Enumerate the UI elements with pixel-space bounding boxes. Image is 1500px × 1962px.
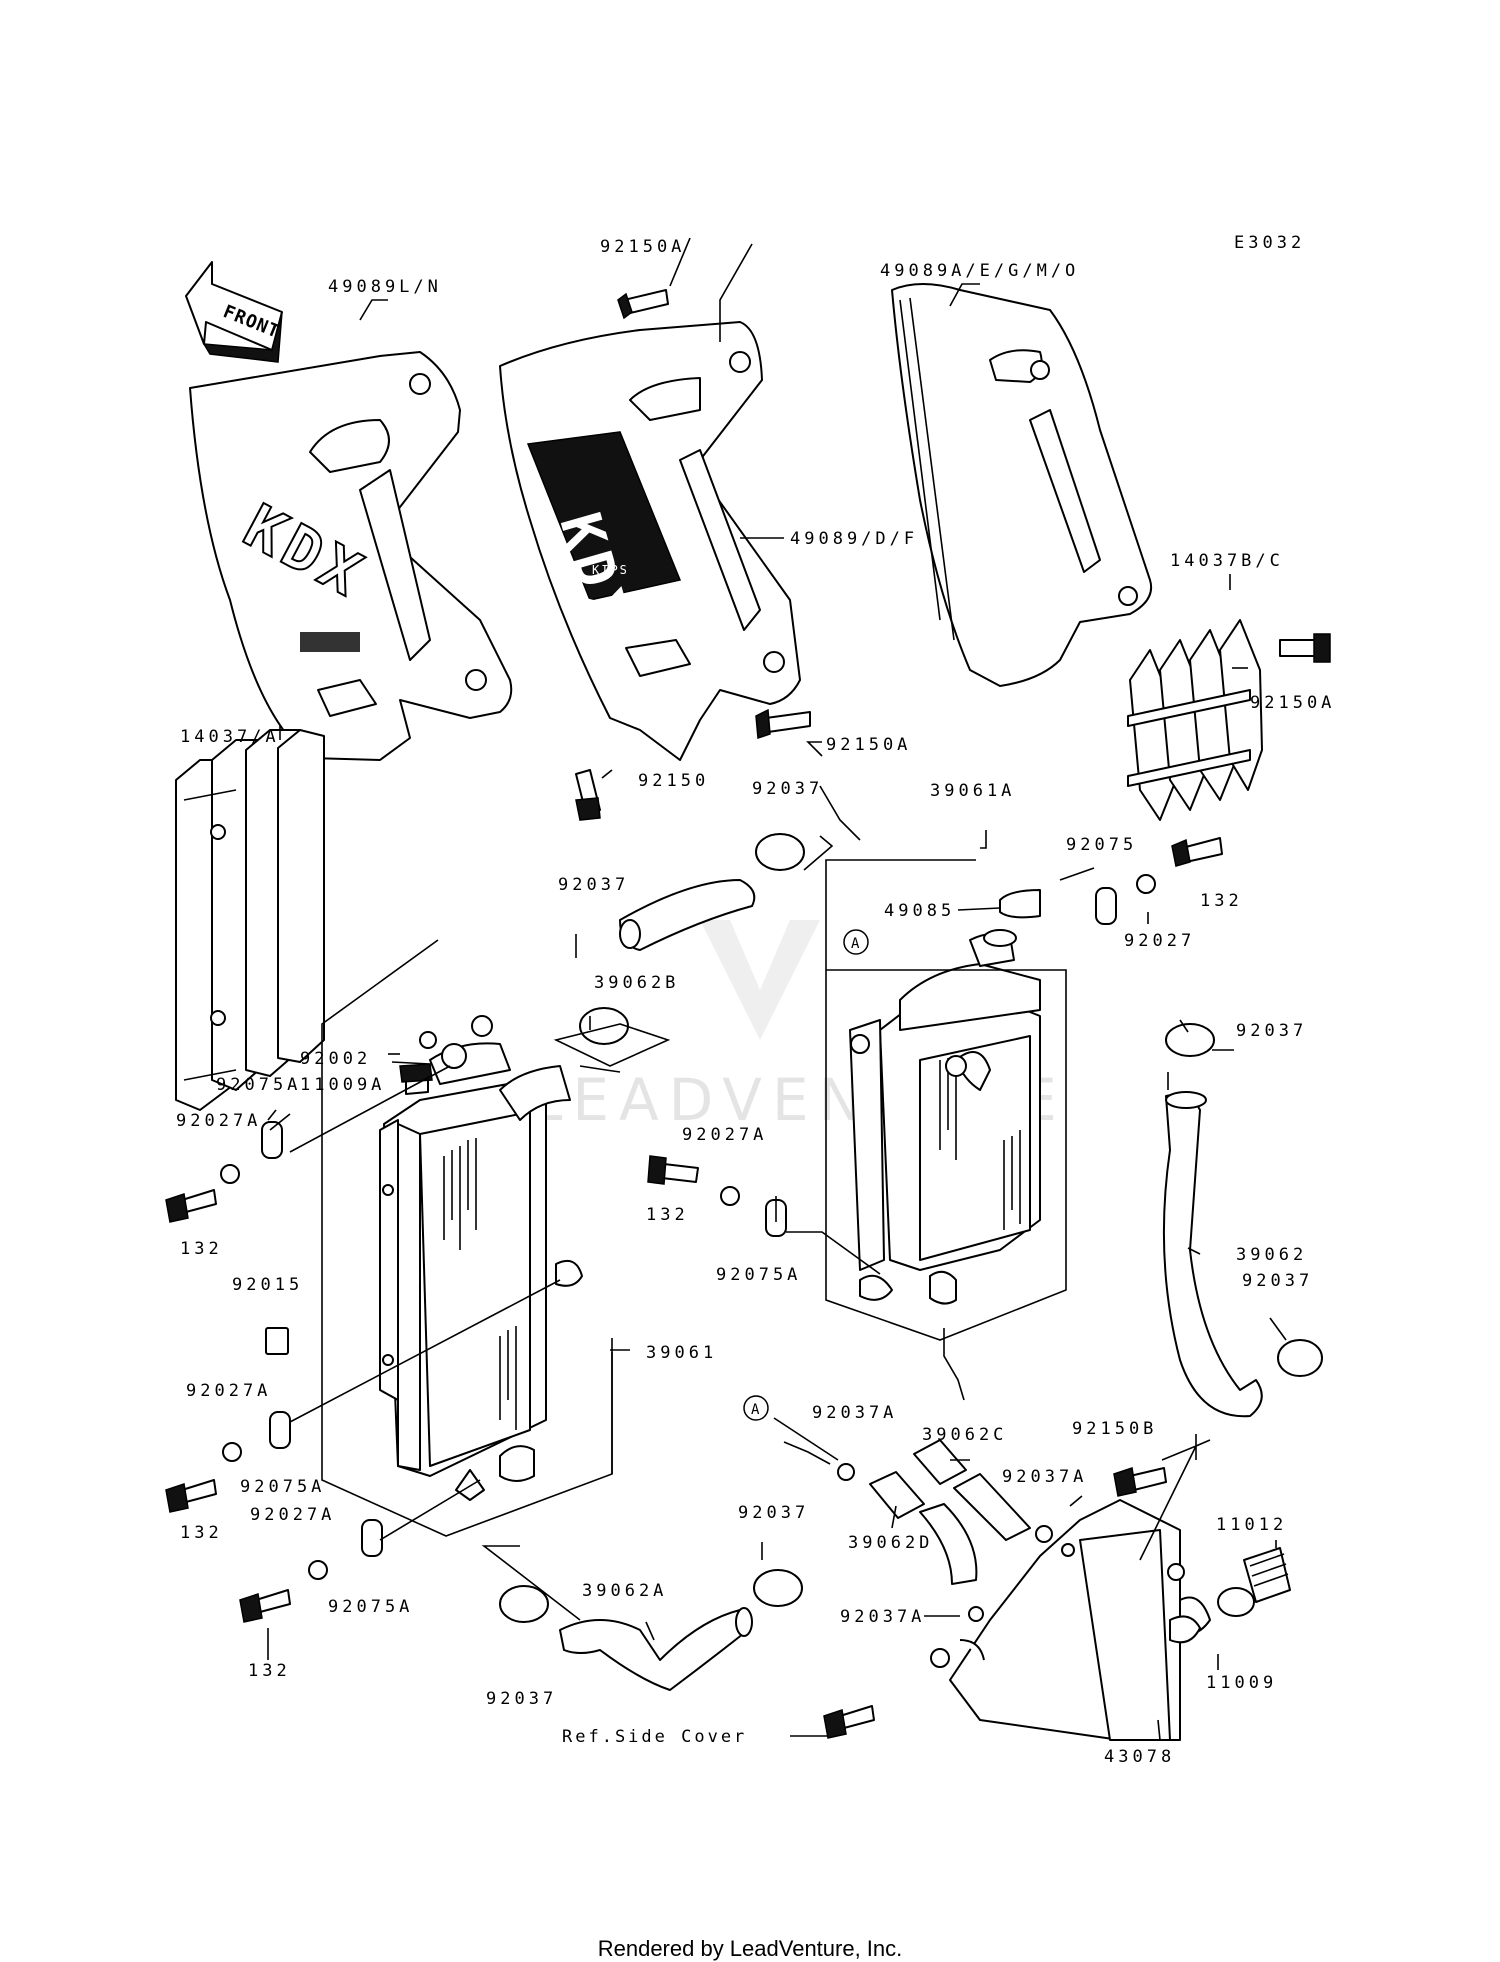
- radiator-cap-icon: [1169, 1547, 1291, 1644]
- part-label: 39062C: [922, 1425, 1007, 1445]
- svg-text:A: A: [851, 936, 860, 952]
- part-label: 92027A: [186, 1381, 271, 1401]
- callout-a-lower: A: [743, 1395, 769, 1421]
- clamp-icon: [499, 833, 1323, 1623]
- part-label: 49085: [884, 901, 955, 921]
- part-label: 92150A: [600, 237, 685, 257]
- hose-39062d: [869, 1471, 978, 1585]
- part-label: 92075A: [240, 1477, 325, 1497]
- part-label: 11009A: [300, 1075, 385, 1095]
- part-label: 132: [180, 1239, 223, 1259]
- part-label: 92075: [1066, 835, 1137, 855]
- leader-lines: [267, 237, 1287, 1741]
- part-label: 92150: [638, 771, 709, 791]
- center-radiator-shroud: KDX KIPS: [499, 321, 801, 761]
- callout-a-upper: A: [843, 929, 869, 955]
- part-label: 43078: [1104, 1747, 1175, 1767]
- part-label: 92037A: [1002, 1467, 1087, 1487]
- part-label: 49089L/N: [328, 277, 442, 297]
- part-label: 92075A: [716, 1265, 801, 1285]
- part-label: 92037A: [840, 1607, 925, 1627]
- part-label: 92037: [738, 1503, 809, 1523]
- part-label: 39062A: [582, 1581, 667, 1601]
- part-label: 92015: [232, 1275, 303, 1295]
- part-label: 11009: [1206, 1673, 1277, 1693]
- left-radiator: [379, 1015, 583, 1501]
- hose-39062: [1162, 1091, 1263, 1418]
- hose-39062b: [619, 879, 756, 951]
- part-label: 14037/A: [180, 727, 280, 747]
- part-label: 92037: [752, 779, 823, 799]
- part-label: 92037: [1242, 1271, 1313, 1291]
- part-label: 92027A: [176, 1111, 261, 1131]
- hose-39062c: [913, 1439, 1031, 1541]
- bolt-icon: [165, 289, 1331, 1739]
- svg-text:KIPS: KIPS: [592, 563, 629, 577]
- part-label: 92037: [486, 1689, 557, 1709]
- part-label: 92075A: [328, 1597, 413, 1617]
- part-label: 132: [1200, 891, 1243, 911]
- part-label: 92027: [1124, 931, 1195, 951]
- part-label: 92150B: [1072, 1419, 1157, 1439]
- part-label: 39062D: [848, 1533, 933, 1553]
- part-label: 11012: [1216, 1515, 1287, 1535]
- part-label: 92037: [558, 875, 629, 895]
- part-label: 92002: [300, 1049, 371, 1069]
- part-label: 132: [248, 1661, 291, 1681]
- part-label: 92037A: [812, 1403, 897, 1423]
- part-label: 14037B/C: [1170, 551, 1284, 571]
- right-radiator-shroud: [891, 283, 1152, 687]
- part-label: 132: [646, 1205, 689, 1225]
- part-label: 39061A: [930, 781, 1015, 801]
- diagram-code: E3032: [1234, 233, 1305, 253]
- part-label: 92027A: [682, 1125, 767, 1145]
- part-label: 49089/D/F: [790, 529, 918, 549]
- part-label: 92075A: [216, 1075, 301, 1095]
- svg-text:A: A: [751, 1402, 760, 1418]
- part-label: 92150A: [826, 735, 911, 755]
- part-label: 92037: [1236, 1021, 1307, 1041]
- part-label: 49089A/E/G/M/O: [880, 261, 1079, 281]
- part-label: 92150A: [1250, 693, 1335, 713]
- part-label: 39062B: [594, 973, 679, 993]
- left-radiator-grille: [175, 729, 325, 1111]
- hose-39062a: [559, 1607, 753, 1691]
- ref-side-cover-label: Ref.Side Cover: [562, 1727, 747, 1747]
- coolant-reservoir-tank: [930, 1499, 1211, 1741]
- right-radiator: [849, 929, 1041, 1305]
- left-radiator-shroud: KDX: [189, 351, 513, 761]
- part-label: 132: [180, 1523, 223, 1543]
- part-label: 39061: [646, 1343, 717, 1363]
- render-credit: Rendered by LeadVenture, Inc.: [597, 1936, 903, 1961]
- right-radiator-grille: [1127, 619, 1263, 821]
- front-arrow-icon: FRONT: [185, 261, 283, 363]
- part-label: 92027A: [250, 1505, 335, 1525]
- part-label: 39062: [1236, 1245, 1307, 1265]
